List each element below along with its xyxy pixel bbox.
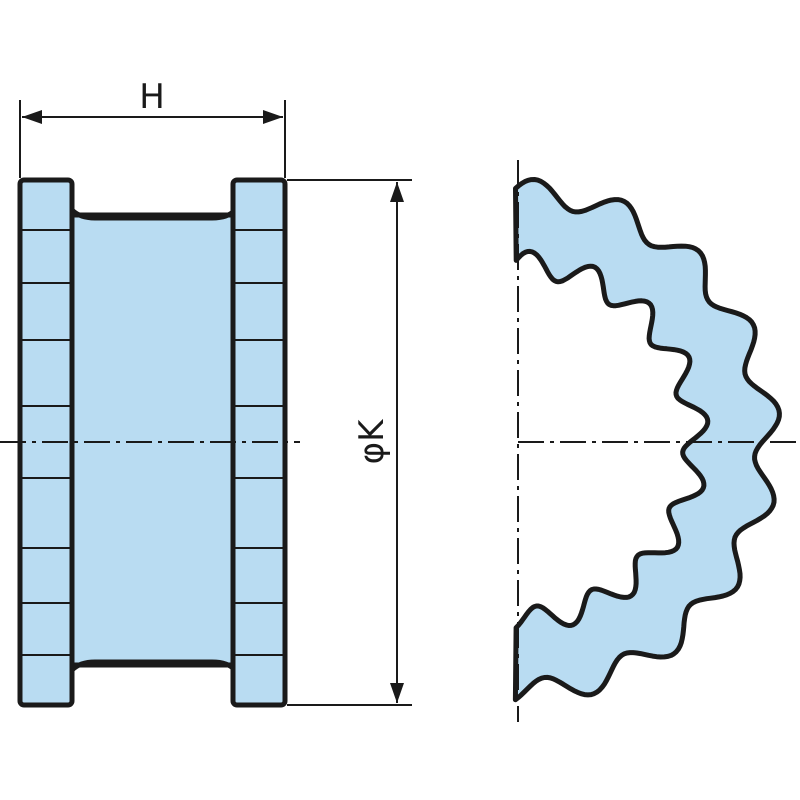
- right-flange-teeth: [233, 229, 285, 656]
- partial-front-view: [512, 160, 800, 722]
- wavy-ring: [512, 177, 782, 703]
- dimension-h-label: H: [139, 77, 165, 117]
- hub-bottom-edge: [70, 659, 237, 672]
- dimension-k-label: φK: [352, 418, 392, 464]
- dimension-h: H: [19, 77, 286, 178]
- hub-body: [69, 212, 238, 668]
- left-flange-teeth: [20, 229, 72, 656]
- hub-top-edge: [70, 208, 237, 221]
- side-view: [0, 177, 300, 708]
- dimension-k: φK: [287, 179, 412, 706]
